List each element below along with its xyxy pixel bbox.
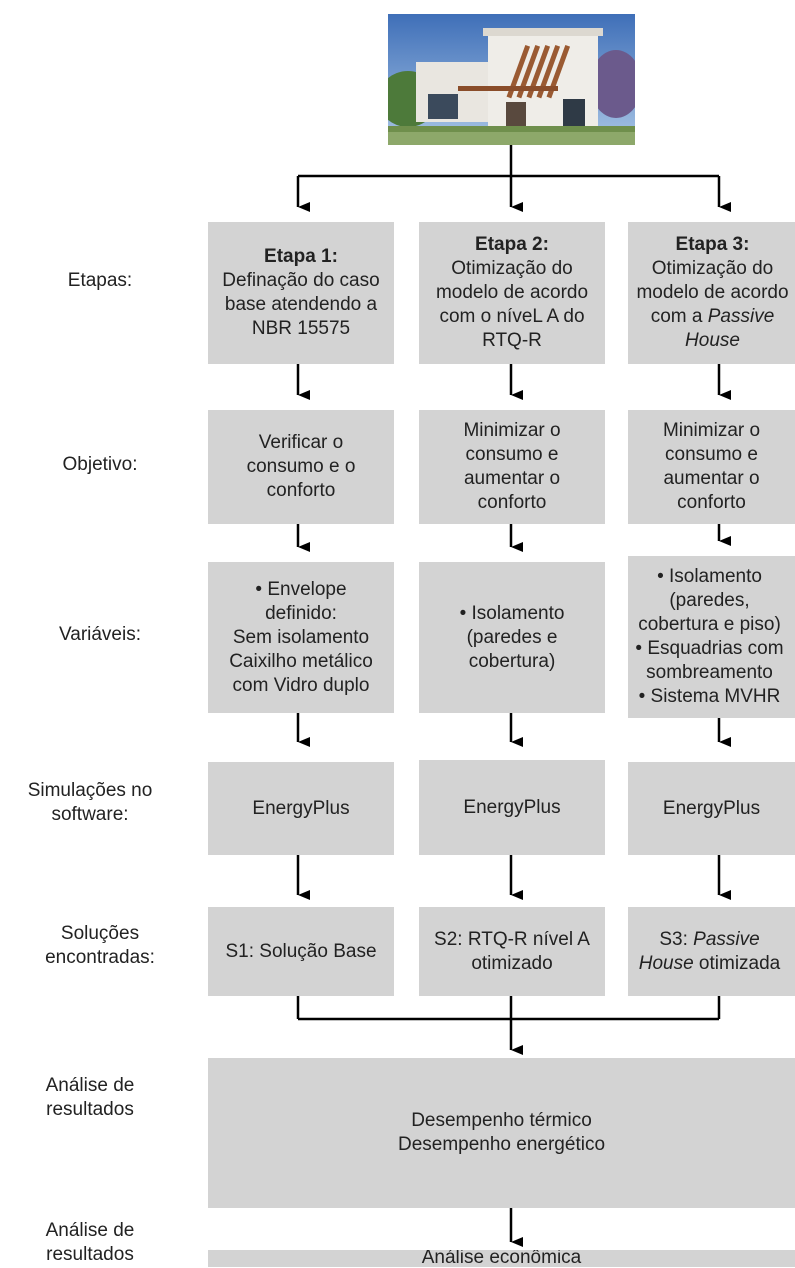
objetivo-3-box: Minimizar o consumo e aumentar o confort…	[628, 410, 795, 524]
simulacao-2-text: EnergyPlus	[463, 796, 561, 818]
simulacao-1-box: EnergyPlus	[208, 762, 394, 855]
simulacao-1-text: EnergyPlus	[252, 797, 350, 819]
analise-text: Desempenho energético	[397, 1134, 606, 1155]
variaveis-3-text: • Sistema MVHR	[638, 686, 781, 707]
row-label-etapas: Etapas:	[67, 270, 133, 291]
objetivo-3-text: conforto	[677, 492, 746, 513]
simulacao-3-box: EnergyPlus	[628, 762, 795, 855]
objetivo-1-text: consumo e o	[246, 456, 356, 477]
row-label-analise-resultados: Análise de resultados	[45, 1075, 135, 1120]
etapa-2-text: RTQ-R	[482, 330, 542, 351]
etapa-1-text: NBR 15575	[251, 318, 351, 339]
solucao-3-text: House otimizada	[638, 952, 781, 974]
solucao-3-box: S3: Passive House otimizada	[628, 907, 795, 996]
objetivo-3-text: Minimizar o	[662, 420, 761, 441]
variaveis-2-text: • Isolamento	[459, 602, 565, 624]
variaveis-2-text: cobertura)	[468, 650, 556, 672]
objetivo-3-text: consumo e	[665, 444, 758, 465]
objetivo-2-text: conforto	[477, 492, 547, 513]
house-photo	[388, 14, 635, 145]
etapa-3-text: modelo de acordo	[636, 282, 789, 303]
row-label-analise-economica: Análise de resultados	[45, 1220, 135, 1265]
etapa-2-box: Etapa 2: Otimização do modelo de acordo …	[419, 222, 605, 364]
objetivo-3-text: aumentar o	[663, 468, 760, 489]
variaveis-3-text: • Isolamento	[657, 566, 762, 587]
solucao-1-text: S1: Solução Base	[225, 940, 377, 962]
row-label-variaveis: Variáveis:	[58, 624, 141, 645]
etapa-1-title: Etapa 1:	[264, 246, 338, 267]
solucao-2-box: S2: RTQ-R nível A otimizado	[419, 907, 605, 996]
variaveis-2-text: (paredes e	[466, 626, 558, 648]
row-label-simulacoes: Simulações no software:	[27, 780, 153, 825]
solucao-2-text: otimizado	[471, 952, 553, 974]
etapa-3-title: Etapa 3:	[675, 234, 750, 255]
variaveis-1-text: Caixilho metálico	[229, 650, 373, 672]
solucao-3-text: S3: Passive	[659, 928, 760, 950]
variaveis-2-box: • Isolamento (paredes e cobertura)	[419, 562, 605, 713]
analise-resultados-box: Desempenho térmico Desempenho energético	[208, 1058, 795, 1208]
simulacao-2-box: EnergyPlus	[419, 760, 605, 855]
etapa-2-title: Etapa 2:	[475, 234, 549, 255]
solucao-1-box: S1: Solução Base	[208, 907, 394, 996]
etapa-2-text: com o níveL A do	[439, 306, 585, 327]
variaveis-3-text: • Esquadrias com	[635, 638, 784, 659]
variaveis-1-text: com Vidro duplo	[232, 674, 370, 696]
variaveis-1-box: • Envelope definido: Sem isolamento Caix…	[208, 562, 394, 713]
row-label-objetivo: Objetivo:	[62, 454, 138, 475]
variaveis-1-text: • Envelope	[255, 578, 347, 600]
objetivo-2-text: Minimizar o	[463, 420, 561, 441]
etapa-3-text: Otimização do	[651, 258, 774, 279]
objetivo-1-text: Verificar o	[258, 432, 344, 453]
etapa-1-text: base atendendo a	[224, 294, 378, 315]
variaveis-1-text: Sem isolamento	[232, 626, 370, 648]
objetivo-1-text: conforto	[266, 480, 336, 501]
variaveis-3-text: cobertura e piso)	[638, 614, 781, 635]
variaveis-3-text: (paredes,	[669, 590, 750, 611]
objetivo-2-text: consumo e	[465, 444, 559, 465]
objetivo-2-text: aumentar o	[463, 468, 561, 489]
objetivo-1-box: Verificar o consumo e o conforto	[208, 410, 394, 524]
etapa-3-box: Etapa 3: Otimização do modelo de acordo …	[628, 222, 795, 364]
solucao-2-text: S2: RTQ-R nível A	[434, 928, 590, 950]
etapa-1-box: Etapa 1: Definação do caso base atendend…	[208, 222, 394, 364]
etapa-3-text: com a Passive	[650, 306, 775, 327]
objetivo-2-box: Minimizar o consumo e aumentar o confort…	[419, 410, 605, 524]
etapa-2-text: modelo de acordo	[435, 282, 589, 303]
etapa-3-text: House	[685, 330, 740, 351]
variaveis-3-box: • Isolamento (paredes, cobertura e piso)…	[628, 556, 795, 718]
analise-text: Desempenho térmico	[411, 1110, 592, 1131]
row-label-solucoes: Soluções encontradas:	[45, 923, 155, 968]
variaveis-1-text: definido:	[265, 602, 337, 624]
etapa-1-text: Definação do caso	[222, 270, 380, 291]
simulacao-3-text: EnergyPlus	[662, 797, 761, 819]
variaveis-3-text: sombreamento	[646, 662, 773, 683]
analise-economica-text: Análise econômica	[421, 1250, 582, 1267]
analise-economica-box: Análise econômica	[208, 1250, 795, 1267]
etapa-2-text: Otimização do	[451, 258, 573, 279]
